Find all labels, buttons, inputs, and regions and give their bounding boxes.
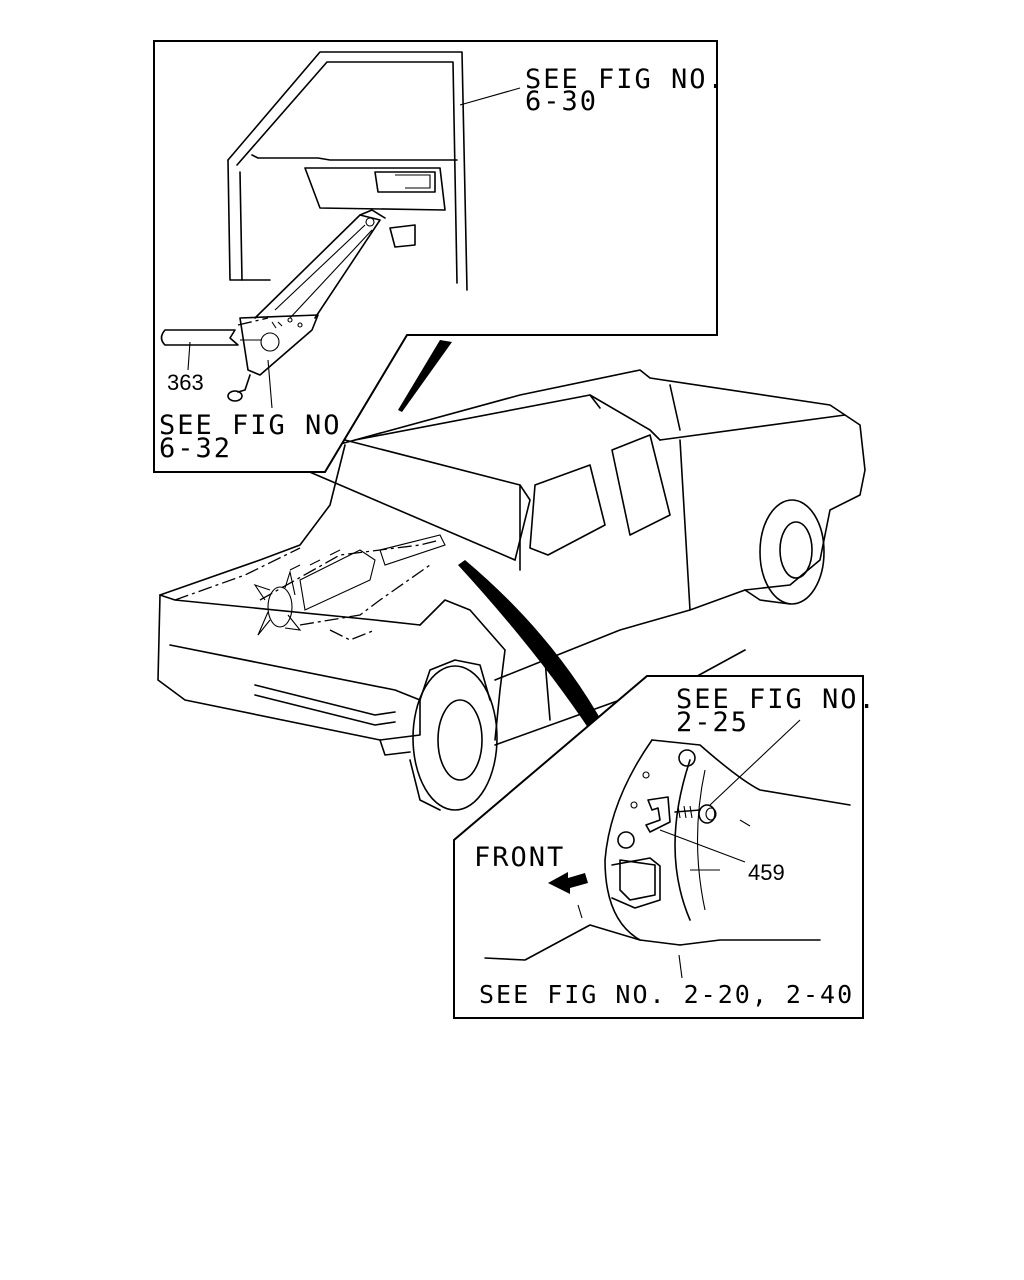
part-number-459: 459 [748,860,785,885]
callout-fig-6-32-line1: SEE FIG NO [159,410,342,441]
front-direction-arrow [548,872,588,894]
front-label: FRONT [474,842,565,873]
pointer-wedge-upper [398,340,452,412]
callout-fig-2-25-line1: SEE FIG NO. [676,684,877,715]
callout-fig-6-30-line2: 6-30 [525,86,598,117]
engine-fan [253,569,302,636]
callout-fig-2-20-2-40: SEE FIG NO. 2-20, 2-40 [479,980,854,1009]
detail-inset-lower [453,675,864,1019]
callout-fig-6-30-line1: SEE FIG NO. [525,64,726,95]
pointer-wedge-lower [458,560,612,746]
callout-fig-2-25-line2: 2-25 [676,707,749,738]
callout-fig-6-32-line2: 6-32 [159,433,232,464]
detail-inset-upper [153,40,718,473]
part-number-363: 363 [167,370,204,395]
